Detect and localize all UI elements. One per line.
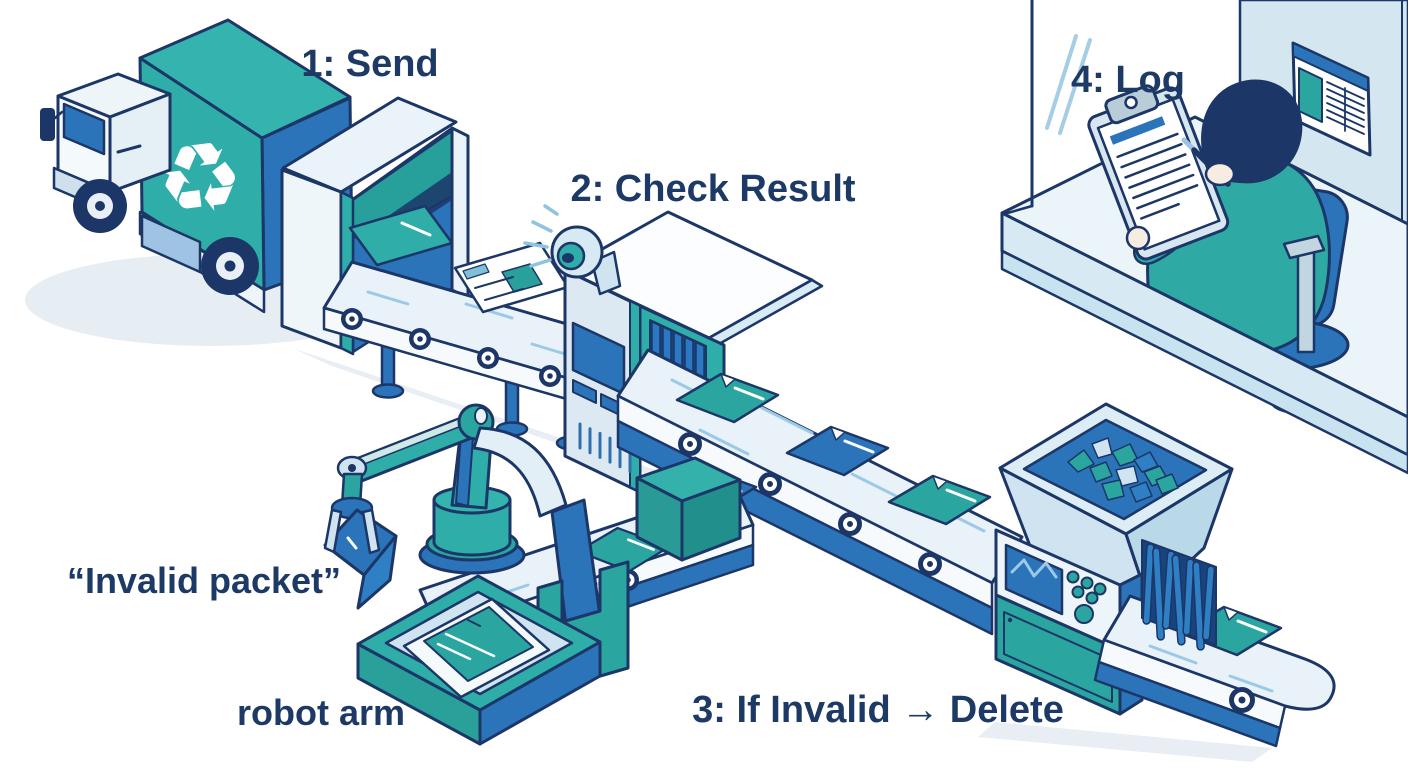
invalid-packet-held xyxy=(323,508,398,610)
wall-monitor xyxy=(1291,41,1372,157)
belt-rollers xyxy=(341,308,561,387)
screen-waveform xyxy=(1010,558,1058,579)
tray-document xyxy=(402,597,551,699)
output-tray xyxy=(356,574,602,746)
glass-window xyxy=(1002,0,1092,216)
camera-icon xyxy=(523,204,622,296)
labels: 1: Send 2: Check Result 3: If Invalid → … xyxy=(67,43,1185,733)
clerk-hair xyxy=(1201,79,1303,184)
holding-hand xyxy=(1125,225,1151,251)
clipboard-text-lines xyxy=(1116,132,1199,220)
truck-wheels xyxy=(73,179,259,295)
shredder xyxy=(994,402,1336,748)
robot-base-cylinder xyxy=(432,498,512,557)
shredder-buttons xyxy=(1066,570,1107,624)
hopper-interior xyxy=(1022,418,1208,521)
junction-block xyxy=(635,456,742,562)
packet-at-gate xyxy=(348,204,454,267)
gripper-fingers xyxy=(323,508,381,555)
label-step2-check-result: 2: Check Result xyxy=(570,168,855,210)
label-robot-arm: robot arm xyxy=(237,692,405,733)
shredded-strips xyxy=(1141,539,1217,651)
label-step1-send: 1: Send xyxy=(301,43,438,85)
truck-step-box xyxy=(140,214,202,274)
truck-cab-side xyxy=(108,92,172,194)
log-office xyxy=(1000,0,1408,475)
camera-rays xyxy=(523,204,559,268)
packet-blue xyxy=(785,425,890,477)
truck-door-handle xyxy=(116,144,142,154)
monitor-titlebar xyxy=(1292,42,1369,92)
truck-windshield xyxy=(62,102,106,156)
label-invalid-packet: “Invalid packet” xyxy=(67,560,341,601)
pen-and-hands xyxy=(1125,137,1236,251)
clipboard-highlight-line xyxy=(1109,116,1166,145)
writing-hand xyxy=(1204,161,1236,187)
label-step4-log: 4: Log xyxy=(1071,59,1185,101)
clipboard xyxy=(1087,84,1230,261)
robot-arm xyxy=(323,403,630,696)
conveyor-send xyxy=(322,204,614,451)
belt-base xyxy=(1093,660,1282,748)
monitor-list-lines xyxy=(1326,81,1365,135)
belt-rollers xyxy=(678,432,942,576)
truck-mirror xyxy=(40,108,55,141)
recycling-truck: ♻ xyxy=(40,18,354,314)
monitor-chart-block xyxy=(1298,67,1323,123)
chair-armrest xyxy=(1296,250,1316,354)
packet-teal xyxy=(887,474,992,526)
packet-teal xyxy=(675,372,780,424)
label-step3-if-invalid-delete: 3: If Invalid → Delete xyxy=(692,689,1064,731)
shredded-scraps xyxy=(1067,437,1179,503)
truck-box-top xyxy=(138,18,352,140)
